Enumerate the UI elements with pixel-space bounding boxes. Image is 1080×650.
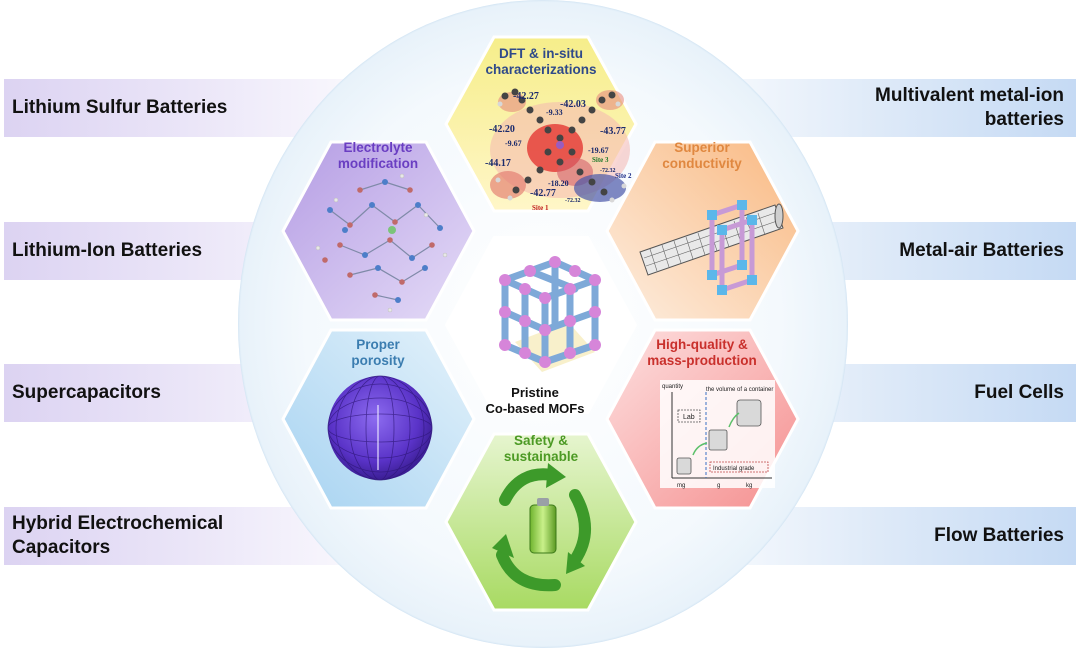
site-label: Site 1 [532,204,549,212]
dft-value: -72.32 [565,198,581,204]
hexagon-title-text: Electrolyte modification [337,140,419,171]
hexagon-title-text: Superior conductivity [662,140,742,171]
dft-molecule-illustration: -42.27 -42.03 -9.33 -42.20 -43.77 -9.67 … [485,88,632,212]
label-text: Multivalent metal-ion batteries [875,85,1064,130]
chart-ylabel: quantity [662,384,683,390]
hexagon-title-conductivity: Superior conductivity [617,140,787,172]
dft-value: -42.03 [560,99,586,110]
site-label: Site 2 [615,172,632,180]
hexagon-title-text: Proper porosity [351,337,405,368]
industrial-label: Industrial grade [713,466,755,472]
site-label: Site 3 [592,156,609,164]
label-text: Lithium-Ion Batteries [12,240,203,261]
center-mof-framework [499,256,601,372]
x-tick: kg [746,483,752,489]
center-label: Pristine Co-based MOFs [470,385,600,417]
dft-value: -42.77 [530,188,556,199]
label-text: Fuel Cells [974,382,1064,403]
dft-value: -9.67 [505,139,522,148]
dft-value: -9.33 [546,108,563,117]
dft-value: -18.20 [548,179,569,188]
label-text: Flow Batteries [934,525,1064,546]
label-text: Lithium Sulfur Batteries [12,97,228,118]
dft-value: -42.20 [489,124,515,135]
hexagon-title-text: Safety & sustainable [503,433,579,464]
chart-annotation: the volume of a container [706,387,773,393]
label-text: Supercapacitors [12,382,161,403]
hexagon-title-text: DFT & in-situ characterizations [485,46,597,77]
mof-cube-small [707,200,757,295]
hexagon-title-production: High-quality & mass-production [617,337,787,369]
electrolyte-atoms [315,173,448,313]
hexagon-upper-left [281,140,476,322]
dft-value: -72.32 [600,168,616,174]
x-tick: mg [677,483,685,489]
hexagon-title-text: High-quality & mass-production [647,337,757,368]
recycle-battery-illustration [492,463,591,592]
production-scale-chart: quantity the volume of a container Lab I… [660,380,775,489]
label-text: Hybrid Electrochemical Capacitors [12,513,224,558]
electrolyte-molecule-cluster [329,181,441,301]
hexagon-title-safety: Safety & sustainable [456,433,626,465]
label-text: Metal-air Batteries [899,240,1064,261]
porous-sphere-illustration [327,375,433,481]
lab-label: Lab [683,414,695,421]
center-label-line2: Co-based MOFs [485,401,585,416]
center-label-line1: Pristine [511,385,559,400]
dft-value: -42.27 [513,91,539,102]
hexagon-title-electrolyte: Electrolyte modification [293,140,463,172]
hexagon-title-dft: DFT & in-situ characterizations [456,46,626,78]
x-tick: g [717,483,720,489]
dft-value: -43.77 [600,126,626,137]
hexagon-title-porosity: Proper porosity [293,337,463,369]
dft-value: -19.67 [588,146,609,155]
dft-value: -44.17 [485,158,511,169]
